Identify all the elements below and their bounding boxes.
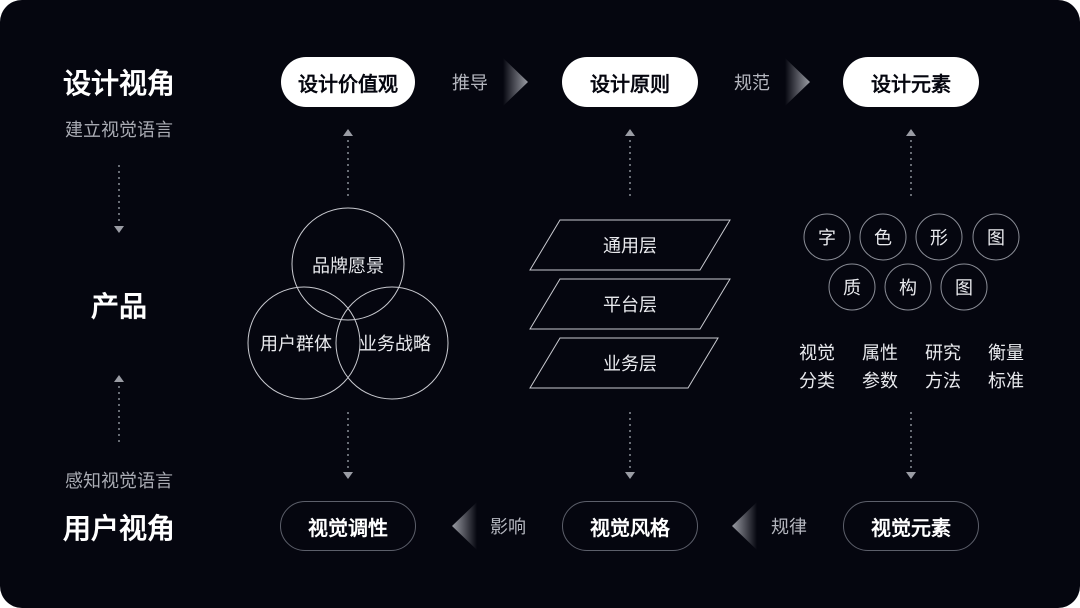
venn-user-group: 用户群体 bbox=[260, 334, 332, 355]
arrow-down-icon bbox=[906, 472, 916, 479]
element-char: 质 bbox=[843, 278, 861, 299]
venn-brand-vision: 品牌愿景 bbox=[312, 256, 384, 277]
connector-pattern: 规律 bbox=[771, 517, 807, 538]
venn-circle bbox=[247, 286, 361, 400]
pill-visual-tone: 视觉调性 bbox=[280, 501, 416, 551]
layer-platform: 平台层 bbox=[603, 295, 657, 316]
element-char: 字 bbox=[818, 228, 836, 249]
triangle-left-icon bbox=[452, 502, 477, 550]
element-char: 图 bbox=[955, 278, 973, 299]
arrow-down-icon bbox=[625, 472, 635, 479]
method-text: 标准 bbox=[988, 371, 1024, 392]
triangle-left-icon bbox=[732, 502, 757, 550]
arrow-up-icon bbox=[625, 129, 635, 136]
method-text: 分类 bbox=[799, 371, 835, 392]
arrow-down-icon bbox=[343, 472, 353, 479]
connector-standardize: 规范 bbox=[734, 73, 770, 94]
pill-visual-elements: 视觉元素 bbox=[843, 501, 979, 551]
product-label: 产品 bbox=[90, 290, 148, 323]
arrow-down-icon bbox=[114, 226, 124, 233]
arrow-up-icon bbox=[906, 129, 916, 136]
method-text: 参数 bbox=[862, 371, 898, 392]
user-view-title: 用户视角 bbox=[62, 512, 176, 545]
connector-influence: 影响 bbox=[490, 517, 526, 538]
pill-design-principles: 设计原则 bbox=[562, 57, 698, 107]
layer-general: 通用层 bbox=[603, 236, 657, 257]
method-text: 视觉 bbox=[799, 343, 835, 364]
method-text: 衡量 bbox=[988, 343, 1024, 364]
venn-circle bbox=[335, 286, 449, 400]
venn-circle bbox=[291, 207, 405, 321]
arrow-up-icon bbox=[343, 129, 353, 136]
method-text: 研究 bbox=[925, 343, 961, 364]
layer-shape bbox=[529, 337, 719, 389]
pill-design-values: 设计价值观 bbox=[281, 57, 415, 107]
element-char: 构 bbox=[899, 278, 917, 299]
layer-business: 业务层 bbox=[603, 354, 657, 375]
designer-view-sub: 建立视觉语言 bbox=[65, 120, 173, 141]
designer-view-title: 设计视角 bbox=[62, 67, 176, 100]
venn-business-strategy: 业务战略 bbox=[359, 334, 431, 355]
arrow-up-icon bbox=[114, 375, 124, 382]
layer-shape bbox=[529, 278, 731, 330]
element-char: 色 bbox=[874, 228, 892, 249]
method-text: 属性 bbox=[862, 343, 898, 364]
pill-visual-style: 视觉风格 bbox=[562, 501, 698, 551]
method-text: 方法 bbox=[925, 371, 961, 392]
layer-shape bbox=[529, 219, 731, 271]
pill-design-elements: 设计元素 bbox=[843, 57, 979, 107]
triangle-right-icon bbox=[785, 58, 810, 106]
element-char: 形 bbox=[930, 228, 948, 249]
element-char: 图 bbox=[987, 228, 1005, 249]
user-view-sub: 感知视觉语言 bbox=[65, 471, 173, 492]
connector-derive: 推导 bbox=[452, 73, 488, 94]
triangle-right-icon bbox=[503, 58, 528, 106]
